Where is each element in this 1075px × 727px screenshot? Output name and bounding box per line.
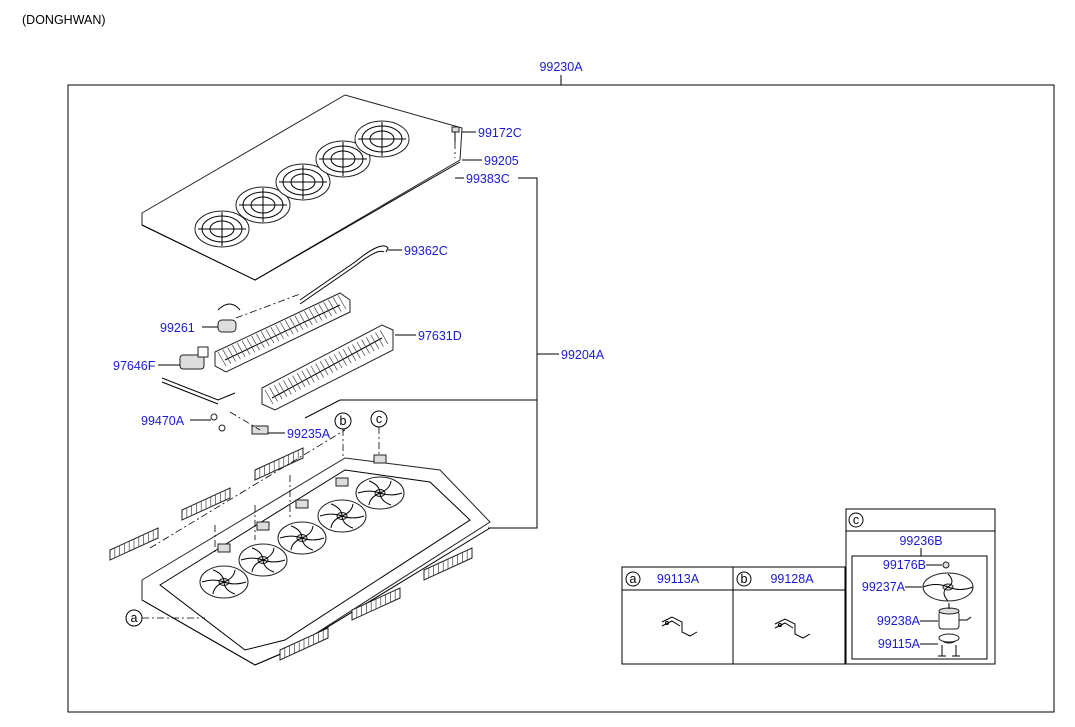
label-99235A[interactable]: 99235A (287, 427, 331, 441)
screw-99172C (451, 126, 476, 158)
label-99383C[interactable]: 99383C (466, 172, 510, 186)
mount-99115A (938, 633, 960, 657)
cover-grille-4 (315, 140, 371, 178)
blower-fans (199, 454, 405, 599)
label-99362C[interactable]: 99362C (404, 244, 448, 258)
blower-fan-5 (355, 454, 405, 510)
label-99128A[interactable]: 99128A (770, 572, 814, 586)
fan-99237A (922, 572, 974, 602)
louver-4 (279, 627, 329, 661)
valve-97646F (158, 346, 236, 405)
detail-c-header: c (853, 513, 859, 527)
label-99237A[interactable]: 99237A (862, 580, 906, 594)
clip-99470A (190, 413, 226, 432)
bracket-99113A-drawing (661, 616, 698, 637)
louver-5 (351, 587, 401, 621)
detail-box-c: c 99236B 99176B 99237A 99238A 99115A (845, 508, 996, 665)
label-99261[interactable]: 99261 (160, 321, 195, 335)
manufacturer-note: (DONGHWAN) (22, 13, 106, 27)
top-cover-99205 (141, 94, 463, 281)
label-99172C[interactable]: 99172C (478, 126, 522, 140)
nut-99176B (942, 561, 950, 569)
bracket-99261 (202, 293, 301, 333)
side-louvers (109, 447, 473, 661)
pipe-99362C (299, 245, 402, 305)
label-99204A[interactable]: 99204A (561, 348, 605, 362)
blower-fan-1 (199, 543, 249, 599)
cover-grille-1 (194, 210, 250, 248)
blower-fan-2 (238, 521, 288, 577)
bracket-99128A-drawing (774, 618, 811, 639)
louver-6 (423, 547, 473, 581)
label-97646F[interactable]: 97646F (113, 359, 156, 373)
cover-grille-5 (354, 120, 410, 158)
label-97631D[interactable]: 97631D (418, 329, 462, 343)
lower-housing (141, 457, 491, 666)
blower-fan-4 (317, 477, 367, 533)
label-99115A[interactable]: 99115A (878, 637, 921, 651)
label-99236B[interactable]: 99236B (899, 534, 942, 548)
louver-3 (254, 447, 304, 481)
coil-fins (217, 295, 389, 405)
label-99470A[interactable]: 99470A (141, 414, 185, 428)
svg-text:b: b (340, 414, 347, 428)
louver-2 (181, 487, 231, 521)
fitting-99235A (229, 411, 285, 435)
blower-fan-3 (277, 499, 327, 555)
label-99205[interactable]: 99205 (484, 154, 519, 168)
cover-grille-2 (235, 186, 291, 224)
label-99113A[interactable]: 99113A (657, 572, 700, 586)
assembly-label[interactable]: 99230A (539, 60, 583, 74)
motor-99238A (938, 603, 972, 630)
svg-text:a: a (131, 611, 138, 625)
cover-grille-3 (275, 163, 331, 201)
label-99176B[interactable]: 99176B (883, 558, 926, 572)
label-99238A[interactable]: 99238A (877, 614, 921, 628)
detail-table-ab: a 99113A b 99128A (621, 566, 846, 665)
table-header-a: a (630, 572, 637, 586)
svg-text:c: c (376, 412, 382, 426)
callout-a[interactable]: a (125, 609, 205, 627)
evaporator-coil-97631D (261, 324, 416, 411)
louver-1 (109, 527, 159, 561)
table-header-b: b (741, 572, 748, 586)
